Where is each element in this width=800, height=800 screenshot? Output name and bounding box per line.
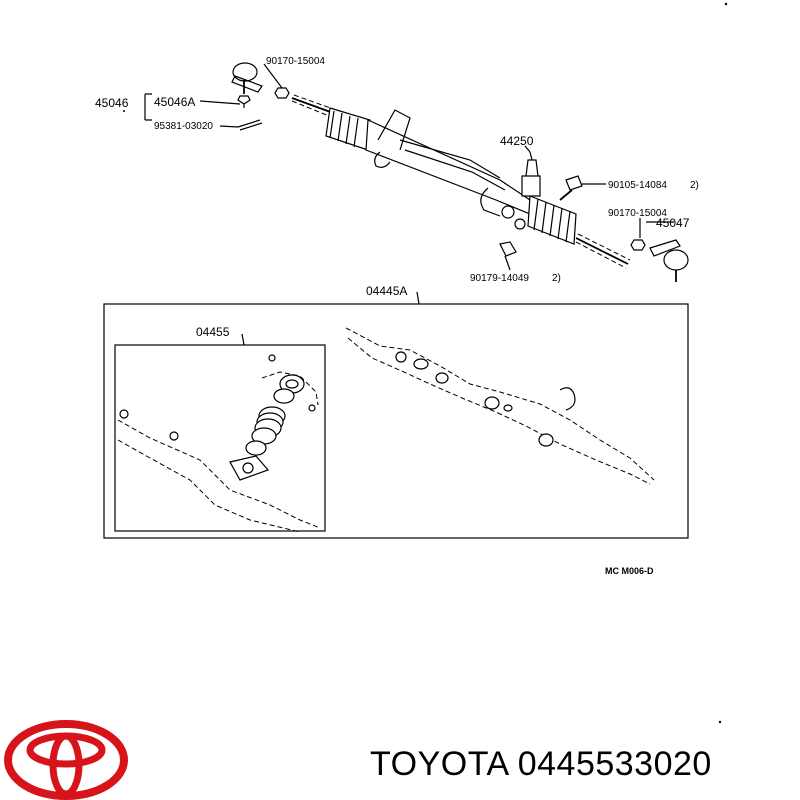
toyota-logo xyxy=(4,720,128,800)
part-number-90105-14084: 90105-14084 xyxy=(608,180,667,191)
part-number-04455: 04455 xyxy=(196,325,230,339)
mounting-bolt xyxy=(559,175,583,201)
part-number-45046: 45046 xyxy=(95,96,129,110)
right-lock-nut xyxy=(630,239,646,251)
kit-rack-outline xyxy=(345,327,655,485)
seal-kit-frame xyxy=(114,344,326,532)
part-number-90170-15004-right: 90170-15004 xyxy=(608,208,667,219)
leader-lines xyxy=(144,63,674,271)
left-tie-rod-end xyxy=(231,62,263,108)
part-number-90170-15004-left: 90170-15004 xyxy=(266,56,325,67)
left-threaded-rod xyxy=(291,94,337,119)
scan-specks xyxy=(123,2,728,724)
footnote-90105: 2) xyxy=(690,180,699,191)
pinion-valve xyxy=(521,151,541,197)
part-number-95381-03020: 95381-03020 xyxy=(154,121,213,132)
part-number-45047: 45047 xyxy=(656,216,690,230)
mounting-washer xyxy=(499,241,517,257)
right-tie-rod-end xyxy=(649,239,689,282)
seal-kit-contents xyxy=(117,354,321,533)
kit-leader xyxy=(416,291,420,305)
footnote-90179: 2) xyxy=(552,273,561,284)
inner-kit-leader xyxy=(241,333,245,346)
brand-part-number: TOYOTA 0445533020 xyxy=(370,745,712,783)
gasket-kit-frame xyxy=(103,303,689,539)
cotter-pin xyxy=(237,119,263,131)
part-number-45046a: 45046A xyxy=(154,95,195,109)
diagram-reference-code: MC M006-D xyxy=(605,566,654,576)
rack-housing xyxy=(325,107,577,245)
part-number-04445a: 04445A xyxy=(366,284,407,298)
part-number-44250: 44250 xyxy=(500,134,534,148)
right-threaded-rod xyxy=(575,233,631,269)
part-number-90179-14049: 90179-14049 xyxy=(470,273,529,284)
left-lock-nut xyxy=(274,87,290,99)
